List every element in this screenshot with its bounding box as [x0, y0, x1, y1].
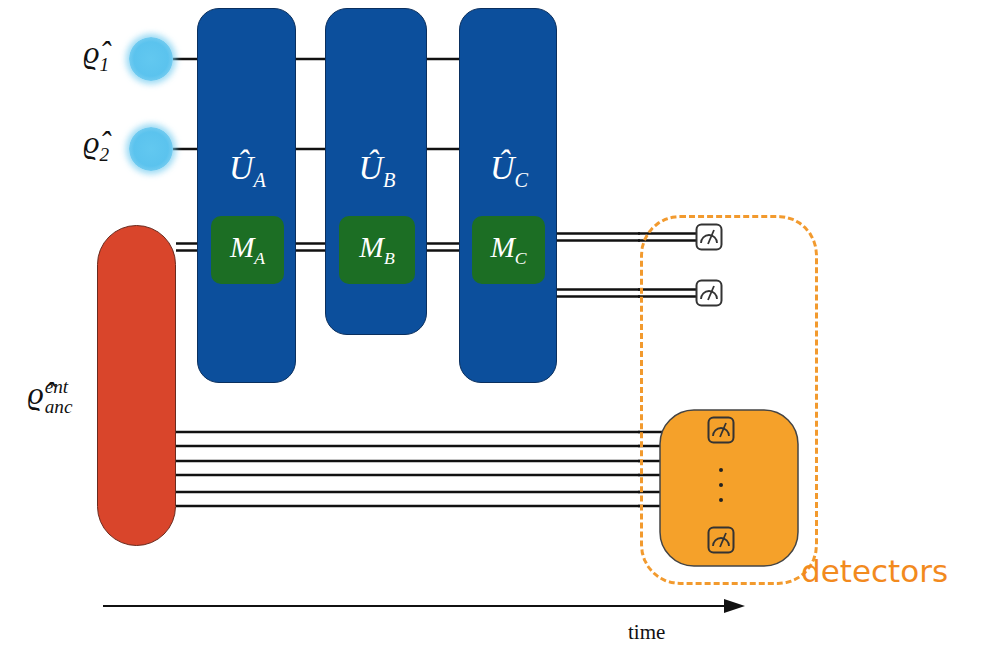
math-symbol: ϱ̂ — [83, 124, 99, 160]
detector-region: detectors — [640, 215, 818, 585]
math-symbol: ϱ̂ — [28, 375, 44, 411]
unitary-box: ÛAMA — [197, 8, 296, 383]
detector-icon — [697, 281, 722, 306]
math-symbol: ϱ̂ — [83, 34, 99, 70]
ancilla-state: ϱ̂entanc — [97, 225, 176, 546]
node-label: MC — [472, 231, 545, 268]
detector-icon — [709, 528, 734, 553]
time-arrow — [103, 599, 745, 613]
node-label: ϱ̂entanc — [6, 376, 94, 417]
script-stack: entanc — [45, 377, 73, 417]
unitary-box: ÛCMC — [459, 8, 557, 383]
subscript: A — [254, 169, 266, 191]
math-symbol: M — [490, 231, 514, 263]
subscript: A — [254, 248, 265, 268]
subscript: 2 — [99, 144, 109, 165]
ellipsis-dots — [719, 468, 723, 502]
subscript: 1 — [99, 54, 109, 75]
detector-array — [660, 410, 798, 566]
subscript: B — [383, 169, 395, 191]
quantum-wire — [427, 59, 459, 60]
node-label: detectors — [801, 554, 991, 588]
measurement-box: MA — [211, 216, 284, 284]
classical-wire — [545, 234, 640, 241]
math-symbol: M — [230, 231, 254, 263]
quantum-wire — [173, 59, 197, 60]
node-label: ÛB — [326, 149, 428, 191]
math-symbol: Û — [359, 149, 383, 186]
input-state: ϱ̂2 — [129, 127, 173, 171]
math-symbol: Û — [229, 149, 253, 186]
node-label: MA — [211, 231, 284, 268]
measurement-box: MB — [339, 216, 415, 284]
unitary-box: ÛBMB — [325, 8, 427, 335]
node-label: ÛC — [460, 149, 558, 191]
subscript: C — [515, 248, 527, 268]
node-label: MB — [339, 231, 415, 269]
input-state: ϱ̂1 — [129, 37, 173, 81]
classical-wire — [545, 290, 640, 297]
quantum-wire — [173, 149, 197, 150]
region-label: detectors — [801, 553, 948, 589]
detector-icon — [697, 225, 722, 250]
quantum-wire — [176, 432, 640, 506]
superscript: ent — [45, 377, 73, 397]
node-label: ϱ̂2 — [9, 125, 109, 165]
node-label: ϱ̂1 — [9, 35, 109, 75]
subscript: B — [384, 248, 395, 268]
subscript: C — [514, 169, 528, 191]
measurement-box: MC — [472, 216, 545, 284]
quantum-wire — [427, 149, 459, 150]
node-label: ÛA — [198, 149, 297, 191]
detector-icon — [709, 418, 734, 443]
math-symbol: Û — [490, 149, 514, 186]
math-symbol: M — [359, 231, 384, 263]
axis-label: time — [628, 620, 665, 645]
quantum-wire — [296, 59, 325, 60]
subscript: anc — [45, 397, 73, 417]
quantum-wire — [296, 149, 325, 150]
